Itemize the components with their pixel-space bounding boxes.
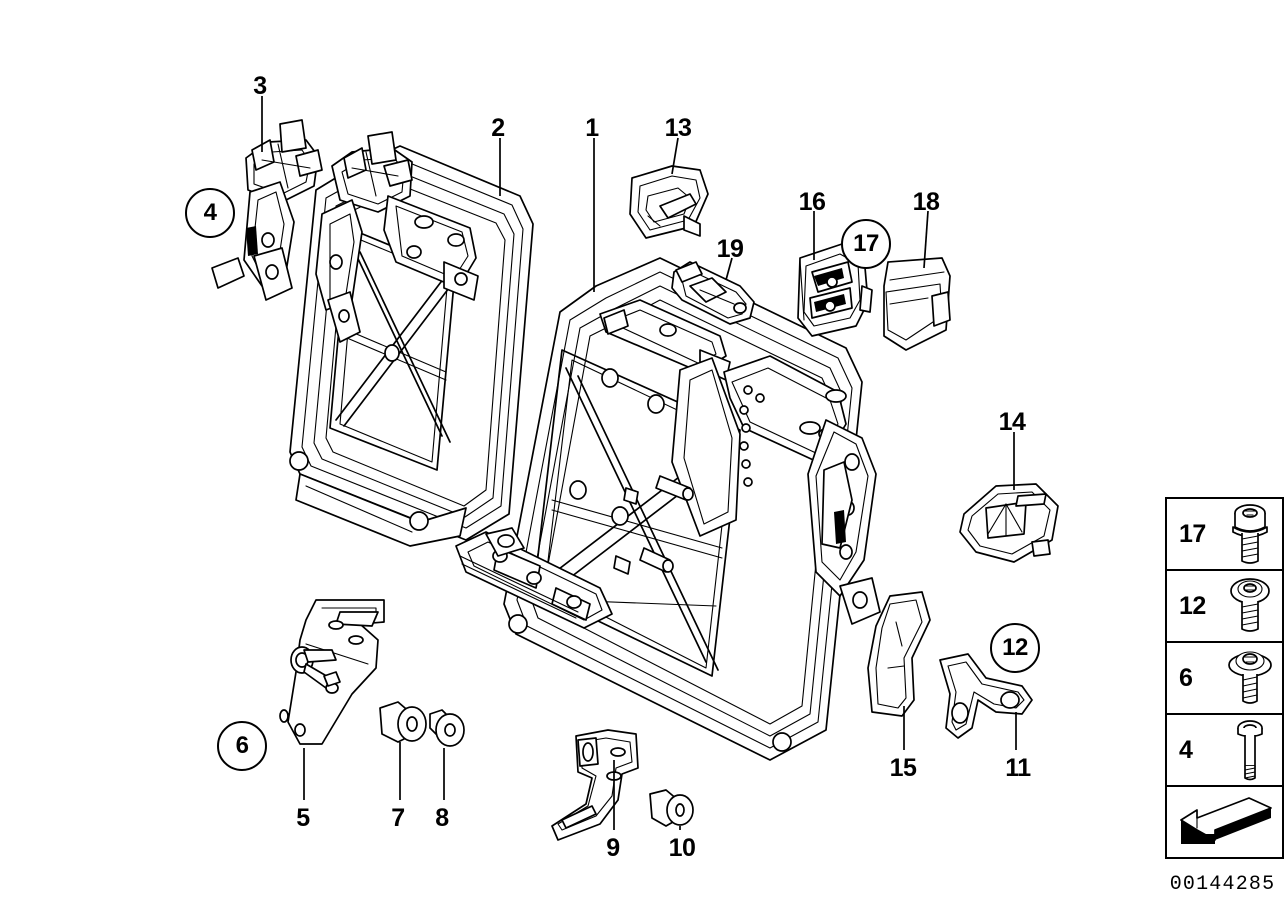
hex-socket-bolt-slim-icon <box>1217 715 1282 785</box>
callout-10: 10 <box>668 834 696 862</box>
torx-washer-screw-icon <box>1217 643 1282 713</box>
callout-7: 7 <box>391 804 405 832</box>
callout-14: 14 <box>998 408 1026 436</box>
part-15-side-trim-panel <box>867 591 931 717</box>
part-19-latch-hook-assembly <box>671 261 755 325</box>
legend-row-17: 17 <box>1167 499 1282 571</box>
callout-8: 8 <box>435 804 449 832</box>
legend-row-12: 12 <box>1167 571 1282 643</box>
part-7-rivet-pin-large <box>379 701 427 743</box>
part-2-backrest-frame-left <box>289 131 534 547</box>
callout-16: 16 <box>798 188 826 216</box>
part-1-backrest-frame-right <box>455 257 881 761</box>
circled-callout-12: 12 <box>990 623 1040 673</box>
callout-13: 13 <box>664 114 692 142</box>
legend-row-6: 6 <box>1167 643 1282 715</box>
callout-5: 5 <box>296 804 310 832</box>
callout-15: 15 <box>889 754 917 782</box>
legend-number-6: 6 <box>1179 663 1193 692</box>
part-3-headrest-guide-locking <box>211 119 323 301</box>
part-5-hinge-bracket <box>279 599 385 745</box>
legend-number-17: 17 <box>1179 519 1206 548</box>
part-16-lock-striker-plate <box>797 243 873 337</box>
callout-11: 11 <box>1005 754 1031 782</box>
hex-flange-bolt-long-icon <box>1217 499 1282 569</box>
circled-callout-6: 6 <box>217 721 267 771</box>
circled-callout-17: 17 <box>841 219 891 269</box>
part-11-catch-lever <box>939 653 1033 739</box>
part-10-rivet-pin-small <box>649 789 694 827</box>
torx-flange-screw-icon <box>1217 571 1282 641</box>
callout-2: 2 <box>491 114 505 142</box>
callout-3: 3 <box>253 72 267 100</box>
legend-number-4: 4 <box>1179 735 1193 764</box>
part-14-release-handle-trim <box>959 483 1059 563</box>
legend-row-4: 4 <box>1167 715 1282 787</box>
part-18-cover-cap-panel <box>883 257 951 351</box>
callout-19: 19 <box>716 235 744 263</box>
part-9-mounting-bracket-small <box>551 729 639 841</box>
leader-lines <box>261 96 1017 830</box>
callout-1: 1 <box>585 114 599 142</box>
circled-callout-4: 4 <box>185 188 235 238</box>
callout-18: 18 <box>912 188 940 216</box>
legend-number-12: 12 <box>1179 591 1206 620</box>
legend-row-direction-arrow <box>1167 787 1282 857</box>
diagram-code: 00144285 <box>1169 873 1276 896</box>
part-8-bushing-washer <box>429 709 465 747</box>
direction-arrow-icon <box>1167 787 1282 857</box>
callout-9: 9 <box>606 834 620 862</box>
part-13-release-handle-cover <box>629 165 709 239</box>
fastener-legend-table: 17 12 <box>1165 497 1284 859</box>
